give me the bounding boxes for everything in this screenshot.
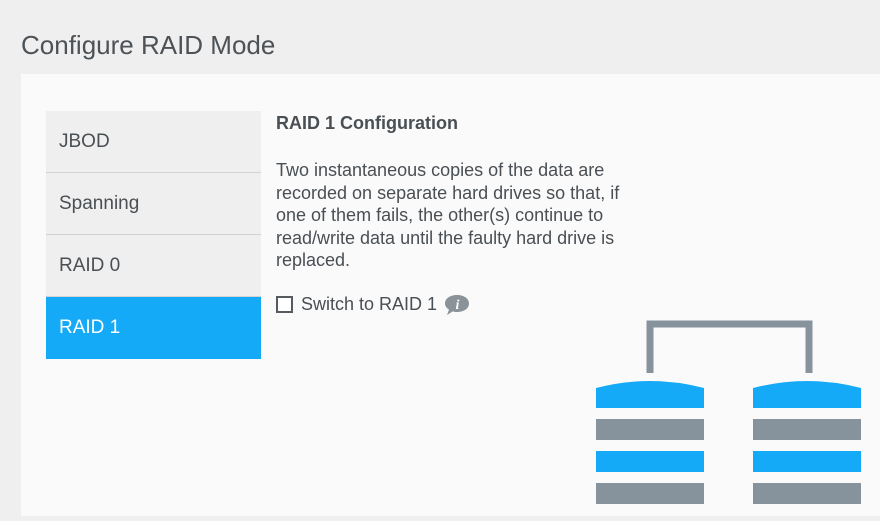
mode-item-label: JBOD: [59, 130, 110, 152]
mode-item-label: RAID 0: [59, 254, 121, 276]
svg-text:i: i: [456, 298, 460, 313]
switch-raid1-label[interactable]: Switch to RAID 1: [301, 294, 438, 314]
raid-config-panel: JBOD Spanning RAID 0 RAID 1 RAID 1 Confi…: [21, 74, 880, 516]
config-title: RAID 1 Configuration: [276, 113, 458, 133]
page-title: Configure RAID Mode: [21, 30, 276, 60]
raid-mode-list: JBOD Spanning RAID 0 RAID 1: [46, 111, 261, 359]
mode-item-label: Spanning: [59, 192, 140, 214]
raid1-mirror-diagram: [596, 316, 862, 521]
switch-row: Switch to RAID 1 i: [276, 294, 656, 316]
switch-raid1-checkbox[interactable]: [276, 296, 293, 313]
config-description: Two instantaneous copies of the data are…: [276, 160, 620, 270]
disk-stack-right: [753, 381, 861, 504]
mode-item-raid1[interactable]: RAID 1: [46, 297, 261, 359]
info-icon[interactable]: i: [444, 294, 470, 316]
mode-item-jbod[interactable]: JBOD: [46, 111, 261, 173]
mode-item-spanning[interactable]: Spanning: [46, 173, 261, 235]
mode-item-label: RAID 1: [59, 317, 121, 338]
disk-stack-left: [596, 381, 704, 504]
raid-config-details: RAID 1 Configuration Two instantaneous c…: [276, 112, 656, 316]
mode-item-raid0[interactable]: RAID 0: [46, 235, 261, 297]
